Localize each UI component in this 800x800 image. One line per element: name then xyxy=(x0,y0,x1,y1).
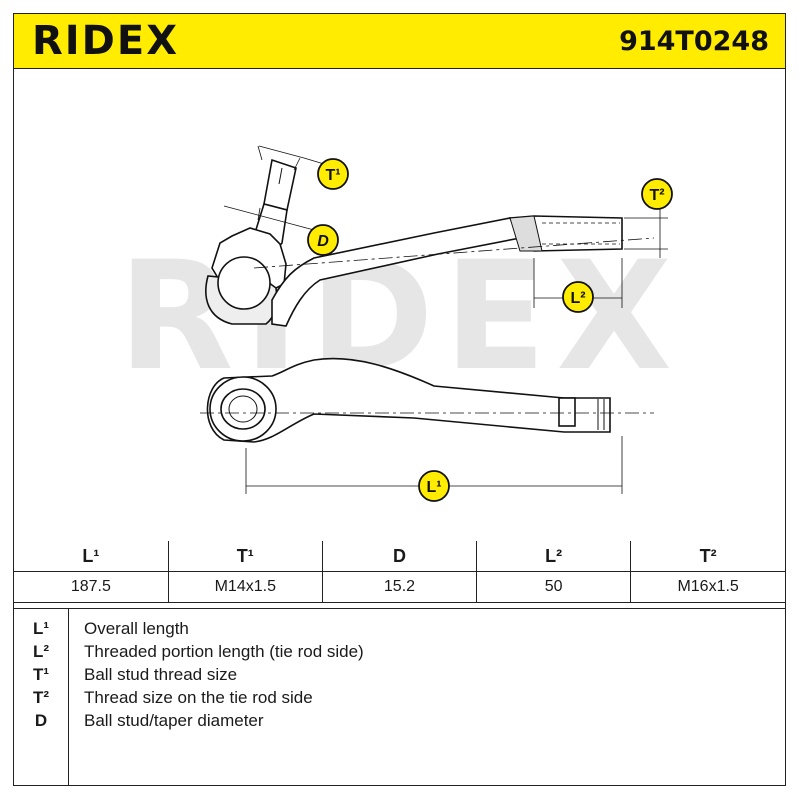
legend-item: L¹ Overall length xyxy=(14,619,785,642)
legend-divider xyxy=(68,609,69,786)
spec-value-l1: 187.5 xyxy=(14,571,169,603)
svg-text:T²: T² xyxy=(649,187,664,204)
legend-key: T² xyxy=(32,688,50,707)
legend-item: T² Thread size on the tie rod side xyxy=(14,688,785,711)
svg-text:L²: L² xyxy=(570,290,585,307)
spec-header-t1: T¹ xyxy=(167,541,323,572)
ball-stud-thread xyxy=(263,158,297,211)
technical-drawing: RIDEX xyxy=(14,68,785,540)
badge-l2: L² xyxy=(562,281,594,313)
legend-key: L¹ xyxy=(32,619,50,638)
spec-sheet: RIDEX 914T0248 RIDEX xyxy=(13,13,786,786)
legend-item: L² Threaded portion length (tie rod side… xyxy=(14,642,785,665)
svg-text:D: D xyxy=(317,233,329,250)
badge-t2: T² xyxy=(641,178,673,210)
spec-header-l1: L¹ xyxy=(14,541,169,572)
badge-d: D xyxy=(307,224,339,256)
spec-value-d: 15.2 xyxy=(321,571,478,603)
legend-text: Threaded portion length (tie rod side) xyxy=(84,642,364,661)
badge-t1: T¹ xyxy=(317,158,349,190)
badge-l1: L¹ xyxy=(418,470,450,502)
spec-header-d: D xyxy=(321,541,478,572)
spec-value-l2: 50 xyxy=(476,571,632,603)
housing-side xyxy=(209,376,277,442)
legend-text: Overall length xyxy=(84,619,189,638)
tie-rod-body-side xyxy=(206,357,611,443)
legend-text: Ball stud thread size xyxy=(84,665,238,684)
legend-text: Ball stud/taper diameter xyxy=(84,711,264,730)
housing-bore xyxy=(220,388,266,430)
legend: L¹ Overall length L² Threaded portion le… xyxy=(14,608,785,786)
part-number: 914T0248 xyxy=(619,26,769,57)
brand-logo: RIDEX xyxy=(32,18,180,64)
ball-joint xyxy=(217,256,271,310)
svg-text:T¹: T¹ xyxy=(325,167,340,184)
legend-key: D xyxy=(34,711,48,730)
spec-header-t2: T² xyxy=(630,541,785,572)
spec-header-row: L¹ T¹ D L² T² xyxy=(14,541,785,572)
legend-key: T¹ xyxy=(32,665,50,684)
svg-text:L¹: L¹ xyxy=(426,479,441,496)
header-bar: RIDEX 914T0248 xyxy=(14,14,785,69)
legend-text: Thread size on the tie rod side xyxy=(84,688,313,707)
bottom-view xyxy=(200,357,654,494)
tie-rod-end-drawing: RIDEX xyxy=(118,145,673,502)
spec-header-l2: L² xyxy=(476,541,632,572)
flat-key xyxy=(558,397,576,427)
legend-item: D Ball stud/taper diameter xyxy=(14,711,785,734)
top-view xyxy=(205,145,668,327)
spec-value-t2: M16x1.5 xyxy=(630,571,785,603)
spec-table: L¹ T¹ D L² T² 187.5 M14x1.5 15.2 50 M16x… xyxy=(14,541,785,603)
spec-value-row: 187.5 M14x1.5 15.2 50 M16x1.5 xyxy=(14,571,785,603)
legend-key: L² xyxy=(32,642,50,661)
spec-value-t1: M14x1.5 xyxy=(167,571,323,603)
legend-item: T¹ Ball stud thread size xyxy=(14,665,785,688)
